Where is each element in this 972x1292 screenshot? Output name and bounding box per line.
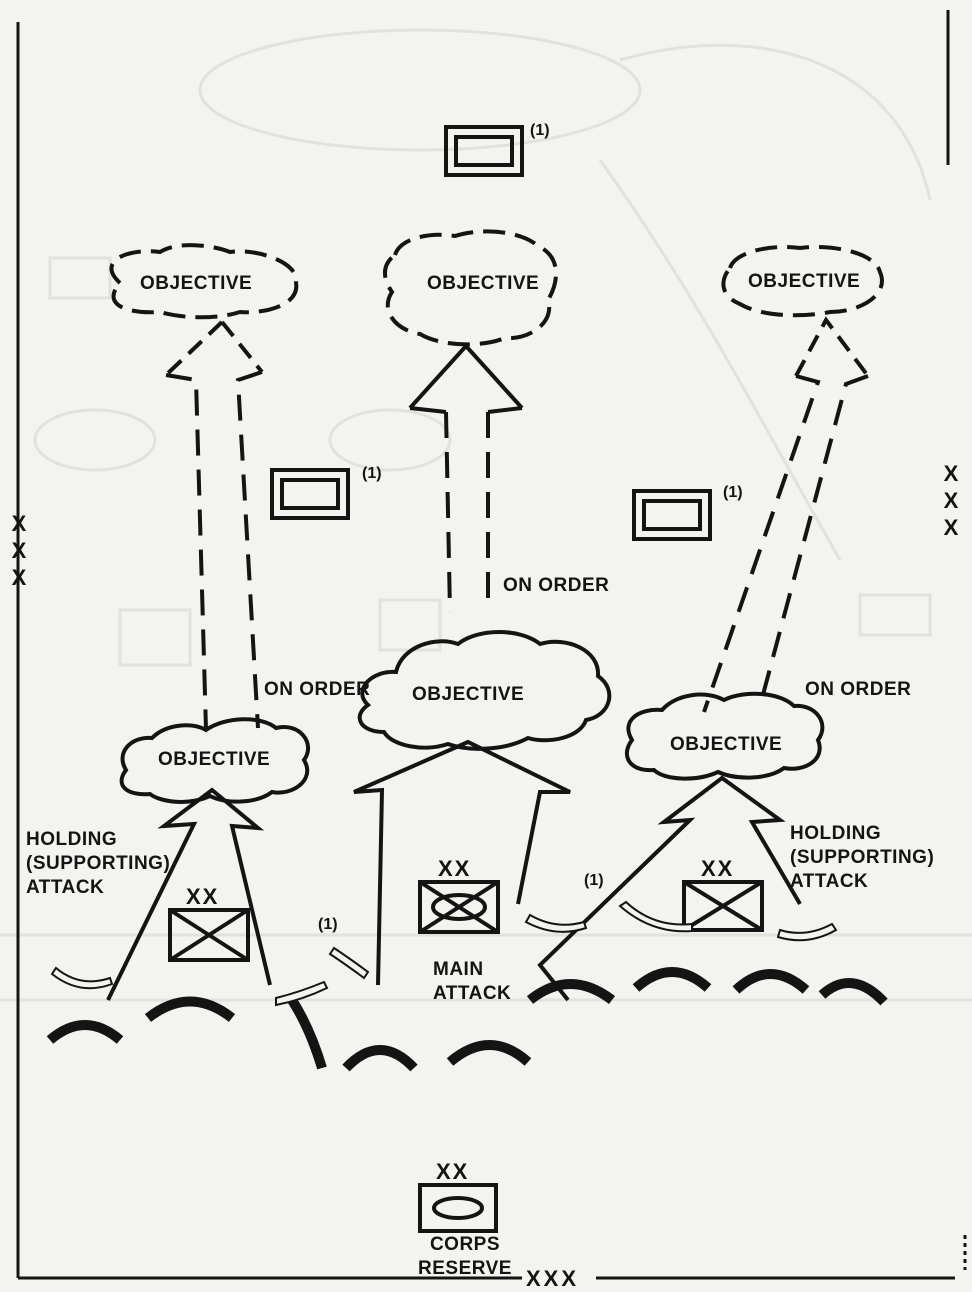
footnote-marker-right-reserve: (1): [723, 484, 743, 501]
footnote-marker-center-arc: (1): [584, 872, 604, 889]
on-order-label-center: ON ORDER: [503, 575, 610, 596]
reserve-symbol-right: [632, 489, 712, 541]
holding-attack-label-left: HOLDING (SUPPORTING) ATTACK: [26, 829, 171, 898]
objective-label-final-left: OBJECTIVE: [140, 273, 253, 294]
holding-attack-label-right: HOLDING (SUPPORTING) ATTACK: [790, 823, 935, 892]
final-objective-left: [109, 243, 299, 320]
intermediate-objective-left: [119, 717, 311, 804]
corps-reserve-label: CORPS RESERVE: [418, 1234, 512, 1279]
frontline-arcs: [46, 967, 888, 1072]
objective-label-final-center: OBJECTIVE: [427, 273, 540, 294]
objective-label-intermediate-right: OBJECTIVE: [670, 734, 783, 755]
footnote-marker-left-arc: (1): [318, 916, 338, 933]
main-division-symbol: [418, 880, 500, 934]
final-objective-center: [383, 229, 559, 347]
reserve-arcs: [50, 900, 838, 1007]
echelon-xx-main: XX: [438, 856, 472, 881]
intermediate-objective-right: [625, 691, 825, 781]
echelon-xxx-bottom-boundary: XXX: [526, 1266, 580, 1291]
intermediate-objective-center: [357, 630, 612, 751]
footnote-marker-top: (1): [530, 122, 550, 139]
center-dashed-arrow: [408, 343, 524, 613]
left-division-symbol: [168, 908, 250, 962]
main-attack-arrow: [353, 739, 571, 986]
left-attack-arrow: [106, 787, 272, 1001]
echelon-xx-left: XX: [186, 884, 220, 909]
objective-label-intermediate-center: OBJECTIVE: [412, 684, 525, 705]
corps-reserve-division-symbol: [418, 1183, 498, 1233]
footnote-marker-left-reserve: (1): [362, 465, 382, 482]
echelon-xx-corps-reserve: XX: [436, 1159, 470, 1184]
right-division-symbol: [682, 880, 764, 932]
objective-label-intermediate-left: OBJECTIVE: [158, 749, 271, 770]
on-order-label-right: ON ORDER: [805, 679, 912, 700]
echelon-xxx-left-boundary: XXX: [11, 511, 27, 590]
right-dashed-arrow: [702, 316, 870, 713]
reserve-symbol-top: [444, 125, 524, 177]
left-dashed-arrow: [164, 320, 264, 731]
on-order-label-left: ON ORDER: [264, 679, 371, 700]
main-attack-label: MAIN ATTACK: [433, 959, 512, 1004]
echelon-xxx-right-boundary: XXX: [943, 461, 959, 540]
echelon-xx-right: XX: [701, 856, 735, 881]
right-attack-arrow: [537, 775, 802, 1002]
final-objective-right: [721, 245, 884, 318]
reserve-symbol-left: [270, 468, 350, 520]
objective-label-final-right: OBJECTIVE: [748, 271, 861, 292]
